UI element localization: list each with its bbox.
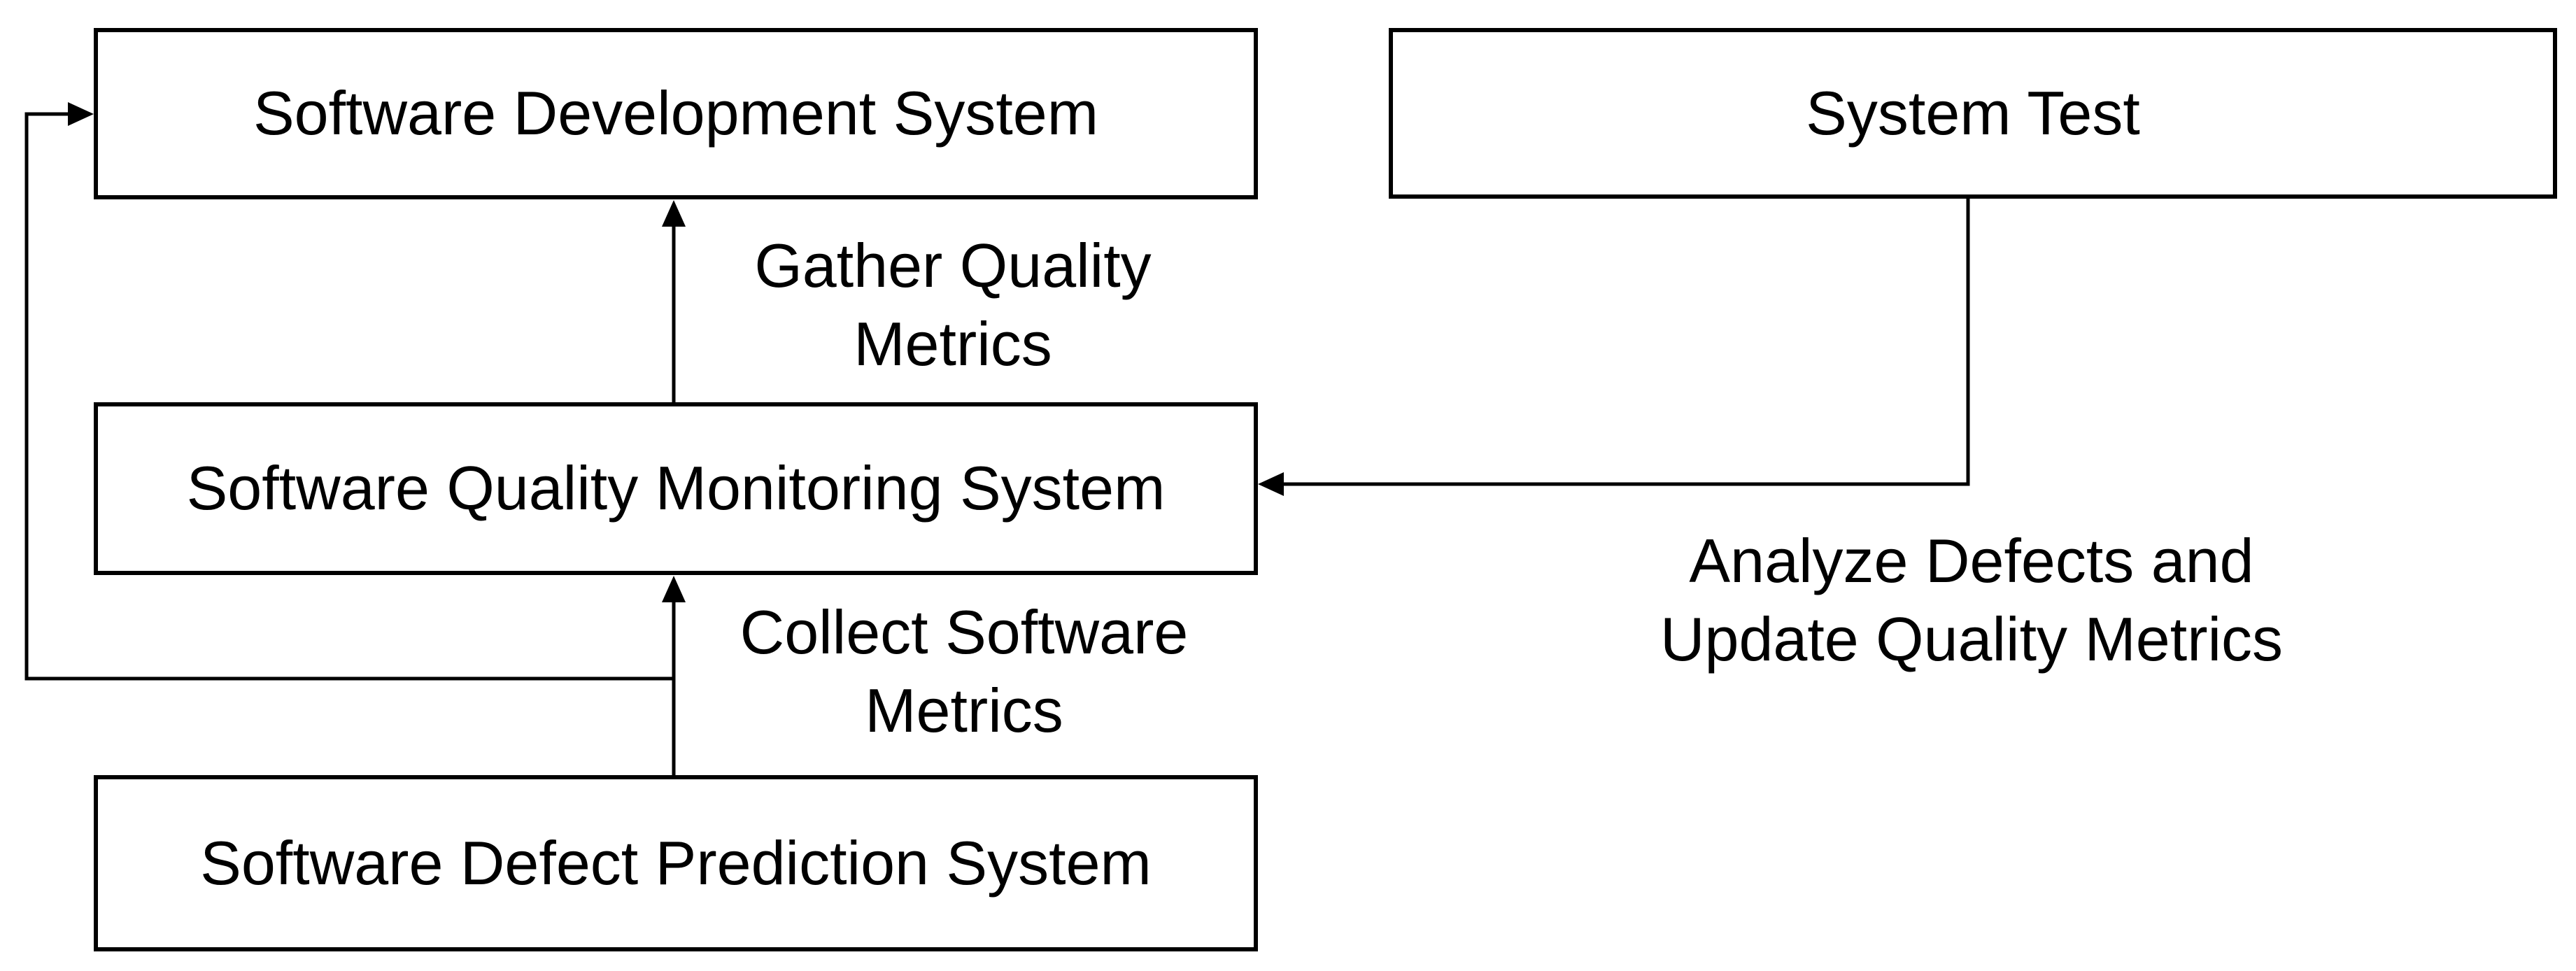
edge-label-line: Analyze Defects and [1689, 526, 2254, 595]
feedback-loop-arrowhead-icon [68, 102, 94, 126]
edge-label-analyze-defects: Analyze Defects and Update Quality Metri… [1660, 522, 2283, 679]
edge-label-line: Metrics [854, 309, 1052, 378]
box-system-test: System Test [1389, 28, 2557, 199]
edge-label-line: Metrics [865, 676, 1063, 745]
edge-label-collect-software-metrics: Collect Software Metrics [740, 593, 1189, 750]
edge-label-line: Gather Quality [754, 231, 1152, 300]
system-test-arrow-line [1282, 199, 1970, 486]
feedback-loop-line [24, 112, 674, 681]
gather-metrics-arrowhead-icon [662, 200, 686, 227]
edge-label-line: Update Quality Metrics [1659, 604, 2284, 674]
box-label-software-defect-prediction-system: Software Defect Prediction System [200, 828, 1152, 898]
box-software-development-system: Software Development System [94, 28, 1258, 199]
edge-label-line: Collect Software [739, 597, 1189, 667]
box-label-system-test: System Test [1806, 78, 2140, 148]
box-software-quality-monitoring-system: Software Quality Monitoring System [94, 402, 1258, 575]
box-software-defect-prediction-system: Software Defect Prediction System [94, 775, 1258, 951]
collect-metrics-arrowhead-icon [662, 576, 686, 602]
box-label-software-development-system: Software Development System [253, 78, 1099, 148]
box-label-software-quality-monitoring-system: Software Quality Monitoring System [186, 453, 1166, 523]
edge-label-gather-quality-metrics: Gather Quality Metrics [754, 227, 1151, 383]
system-test-arrowhead-icon [1258, 472, 1284, 496]
